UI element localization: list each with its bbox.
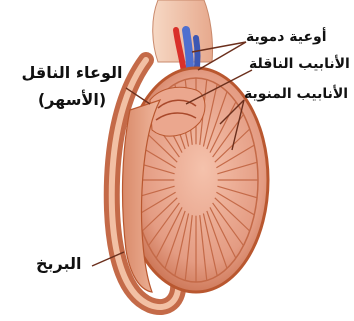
label-epididymis: البربخ	[36, 254, 82, 273]
label-vas-deferens: الوعاء الناقل	[8, 63, 136, 82]
label-seminiferous-tubules: الأنابيب المنوية	[244, 86, 348, 103]
label-vas-deferens-alt: (الأسهر)	[8, 90, 136, 109]
blood-vessel-blue	[186, 30, 190, 70]
label-efferent-ducts: الأنابيب الناقلة	[249, 56, 350, 73]
label-blood-vessels: أوعية دموية	[246, 29, 327, 46]
